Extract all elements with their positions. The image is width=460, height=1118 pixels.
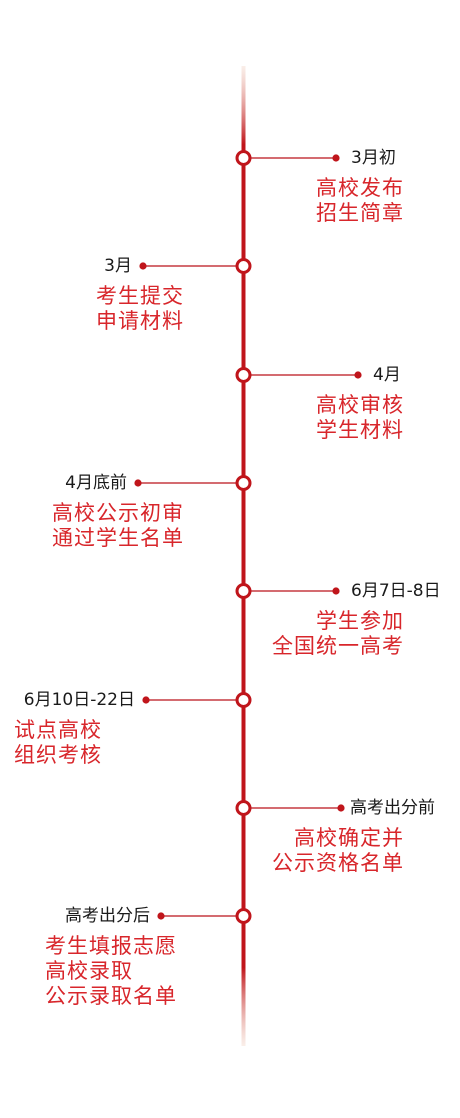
event-description: 考生提交申请材料: [96, 284, 184, 334]
event-date: 高考出分后: [65, 906, 150, 926]
connector-dot: [337, 804, 345, 812]
event-description-line: 公示录取名单: [45, 984, 177, 1008]
event-description-line: 全国统一高考: [272, 634, 404, 658]
event-description: 高校公示初审通过学生名单: [52, 501, 184, 551]
timeline-node: [235, 692, 252, 708]
timeline-node: [235, 475, 252, 491]
event-description: 高校审核学生材料: [316, 393, 404, 443]
timeline-node: [235, 908, 252, 924]
timeline-node: [235, 150, 252, 166]
connector-dot: [134, 479, 142, 487]
event-description-line: 高校发布: [316, 176, 404, 200]
event-description-line: 高校录取: [45, 959, 133, 983]
event-description-line: 学生参加: [316, 609, 404, 633]
event-description-line: 考生提交: [96, 284, 184, 308]
event-description: 高校确定并公示资格名单: [272, 826, 404, 876]
event-description-line: 高校审核: [316, 393, 404, 417]
event-date: 高考出分前: [350, 798, 435, 818]
event-description: 试点高校组织考核: [14, 718, 102, 768]
event-date: 6月10日-22日: [23, 690, 135, 710]
timeline-node: [235, 583, 252, 599]
event-description-line: 高校确定并: [294, 826, 404, 850]
connector-dot: [354, 371, 362, 379]
event-description-line: 考生填报志愿: [45, 934, 177, 958]
event-description: 高校发布招生简章: [316, 176, 404, 226]
timeline-node: [235, 367, 252, 383]
event-description-line: 通过学生名单: [52, 526, 184, 550]
connector-dot: [332, 154, 340, 162]
connector-dot: [332, 587, 340, 595]
event-description-line: 学生材料: [316, 418, 404, 442]
event-description-line: 招生简章: [316, 201, 404, 225]
event-description: 考生填报志愿高校录取公示录取名单: [45, 934, 177, 1009]
event-description-line: 申请材料: [96, 309, 184, 333]
timeline-node: [235, 800, 252, 816]
event-date: 4月: [373, 365, 401, 385]
event-date: 6月7日-8日: [351, 581, 441, 601]
event-description: 学生参加全国统一高考: [272, 609, 404, 659]
event-description-line: 试点高校: [14, 718, 102, 742]
event-date: 3月: [104, 256, 132, 276]
timeline-node: [235, 258, 252, 274]
event-date: 4月底前: [65, 473, 127, 493]
connector-dot: [157, 912, 165, 920]
event-description-line: 高校公示初审: [52, 501, 184, 525]
connector-dot: [142, 696, 150, 704]
connector-dot: [139, 262, 147, 270]
event-date: 3月初: [351, 148, 396, 168]
timeline-spine: [241, 66, 246, 1046]
event-description-line: 组织考核: [14, 743, 102, 767]
event-description-line: 公示资格名单: [272, 851, 404, 875]
